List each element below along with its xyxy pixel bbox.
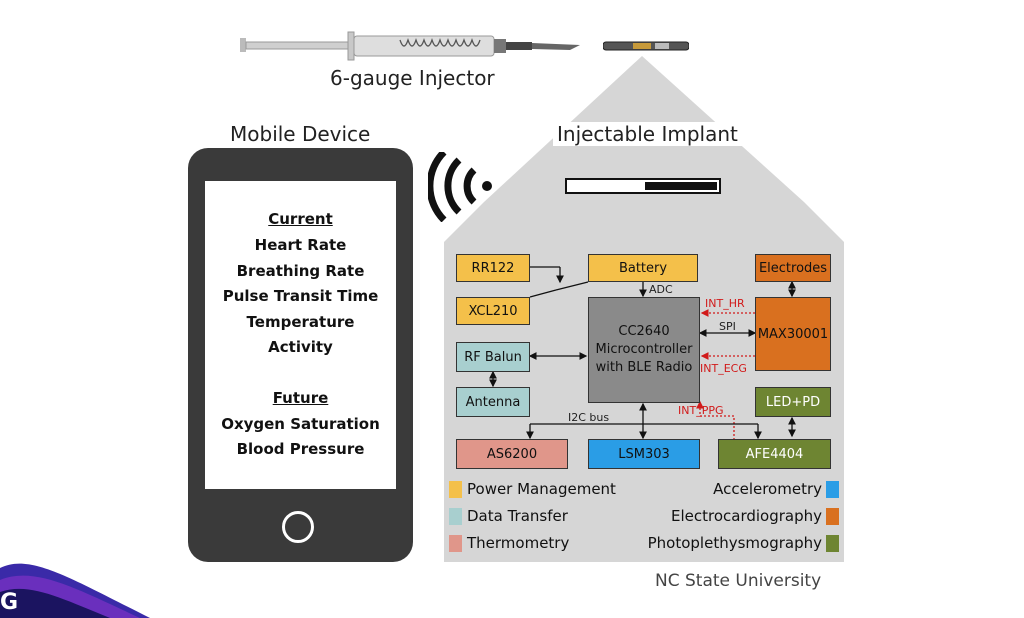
phone-home-button (282, 511, 314, 543)
legend-photoplethysmography: Photoplethysmography (647, 534, 822, 552)
legend-power-management: Power Management (467, 480, 616, 498)
block-afe4404: AFE4404 (718, 439, 831, 469)
block-led-pd: LED+PD (755, 387, 831, 417)
implant-title: Injectable Implant (553, 122, 742, 146)
label-spi: SPI (719, 320, 736, 333)
label-int-ppg: INT_PPG (678, 404, 724, 417)
phone-screen: Current Heart Rate Breathing Rate Pulse … (205, 181, 396, 489)
label-adc: ADC (649, 283, 673, 296)
block-max30001: MAX30001 (755, 297, 831, 371)
current-heading: Current (268, 210, 333, 228)
legend-electrocardiography: Electrocardiography (670, 507, 822, 525)
block-lsm303: LSM303 (588, 439, 700, 469)
mobile-device-title: Mobile Device (230, 122, 371, 146)
block-xcl210: XCL210 (456, 297, 530, 325)
legend-accelerometry: Accelerometry (713, 480, 822, 498)
logo-wave-icon (0, 563, 150, 618)
metric-activity: Activity (268, 338, 333, 356)
metric-breathing-rate: Breathing Rate (236, 262, 365, 280)
legend-thermometry: Thermometry (467, 534, 570, 552)
legend-swatch-ppg (826, 535, 839, 552)
future-heading: Future (272, 389, 329, 407)
legend-swatch-data (449, 508, 462, 525)
block-electrodes: Electrodes (755, 254, 831, 282)
metric-heart-rate: Heart Rate (254, 236, 347, 254)
block-as6200: AS6200 (456, 439, 568, 469)
metric-blood-pressure: Blood Pressure (236, 440, 365, 458)
label-i2c-bus: I2C bus (568, 411, 610, 424)
legend-data-transfer: Data Transfer (467, 507, 568, 525)
implant-device-graphic (565, 178, 721, 194)
label-int-ecg: INT_ECG (700, 362, 747, 375)
wireless-signal-icon (428, 152, 492, 222)
logo-letter: G (0, 590, 19, 615)
block-battery: Battery (588, 254, 698, 282)
injector-label: 6-gauge Injector (330, 66, 495, 90)
legend-swatch-ecg (826, 508, 839, 525)
mcu-label-line-3: with BLE Radio (595, 360, 693, 375)
mcu-label-line-1: CC2640 (618, 324, 670, 339)
block-rr122: RR122 (456, 254, 530, 282)
legend-swatch-power (449, 481, 462, 498)
legend-swatch-accel (826, 481, 839, 498)
mcu-label-line-2: Microcontroller (595, 342, 693, 357)
syringe-icon (240, 31, 580, 61)
metric-pulse-transit-time: Pulse Transit Time (222, 287, 379, 305)
block-rf-balun: RF Balun (456, 342, 530, 372)
legend-swatch-therm (449, 535, 462, 552)
metric-temperature: Temperature (246, 313, 355, 331)
metric-oxygen-saturation: Oxygen Saturation (221, 415, 380, 433)
label-int-hr: INT_HR (705, 297, 745, 310)
block-cc2640-microcontroller: CC2640 Microcontroller with BLE Radio (588, 297, 700, 403)
credit-text: NC State University (655, 571, 822, 591)
block-antenna: Antenna (456, 387, 530, 417)
implant-capsule-icon (603, 41, 689, 51)
